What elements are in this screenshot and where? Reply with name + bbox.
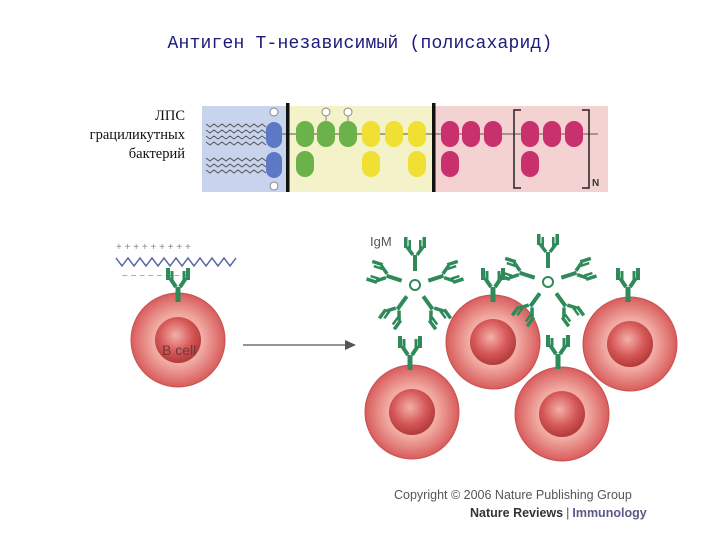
o-antigen-unit xyxy=(565,121,583,147)
o-antigen-unit xyxy=(484,121,502,147)
repeat-count-label: N xyxy=(592,178,599,189)
plasma-cell xyxy=(583,268,677,391)
region-divider xyxy=(286,103,290,192)
o-antigen-unit xyxy=(521,121,539,147)
journal-name: Immunology xyxy=(572,506,646,520)
core-region xyxy=(288,106,434,192)
lps-structure xyxy=(202,103,608,192)
credit-separator: | xyxy=(563,506,572,520)
b-cell xyxy=(131,268,225,387)
o-antigen-unit xyxy=(441,121,459,147)
lipid-a-region xyxy=(202,106,288,192)
o-antigen-unit xyxy=(462,121,480,147)
positive-charges: + + + + + + + + + xyxy=(116,242,191,253)
region-divider xyxy=(432,103,436,192)
antigen-chain: + + + + + + + + + − − − − − − − − xyxy=(116,242,236,282)
activation-arrow xyxy=(243,340,356,350)
copyright-text: Copyright © 2006 Nature Publishing Group xyxy=(394,488,632,502)
o-antigen-unit xyxy=(543,121,561,147)
plasma-cell xyxy=(446,268,540,389)
plasma-cell xyxy=(365,336,459,459)
core-yellow-unit xyxy=(362,121,380,147)
negative-charges: − − − − − − − − xyxy=(122,271,188,282)
core-yellow-unit xyxy=(362,151,380,177)
o-antigen-region xyxy=(434,106,608,192)
glucosamine-unit xyxy=(266,152,282,178)
igm-pentamer xyxy=(366,237,464,330)
b-cell-label: B cell xyxy=(162,342,196,358)
core-green-unit xyxy=(296,121,314,147)
core-yellow-unit xyxy=(408,121,426,147)
phosphate-circle xyxy=(322,108,330,116)
core-yellow-unit xyxy=(385,121,403,147)
igm-label: IgM xyxy=(370,234,392,249)
phosphate-circle xyxy=(270,108,278,116)
core-green-unit xyxy=(296,151,314,177)
igm-pentamer xyxy=(499,234,597,327)
core-green-unit xyxy=(339,121,357,147)
journal-credit: Nature Reviews|Immunology xyxy=(470,506,647,520)
phosphate-circle xyxy=(344,108,352,116)
publisher-name: Nature Reviews xyxy=(470,506,563,520)
o-antigen-unit xyxy=(441,151,459,177)
o-antigen-unit xyxy=(521,151,539,177)
glucosamine-unit xyxy=(266,122,282,148)
phosphate-circle xyxy=(270,182,278,190)
core-yellow-unit xyxy=(408,151,426,177)
core-green-unit xyxy=(317,121,335,147)
